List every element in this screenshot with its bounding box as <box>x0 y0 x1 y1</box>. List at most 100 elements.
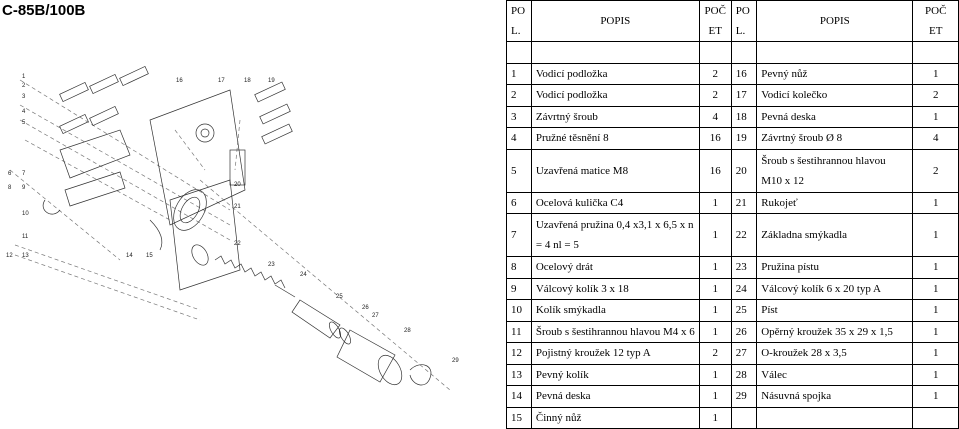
part-desc: Pevná deska <box>530 385 700 408</box>
callout-19: 19 <box>268 78 275 84</box>
pos-header-left: PO L. <box>506 0 532 42</box>
part-qty: 1 <box>912 320 959 343</box>
part-pos: 5 <box>506 148 532 193</box>
part-qty: 2 <box>698 342 732 365</box>
part-qty: 4 <box>698 105 732 128</box>
part-pos: 25 <box>730 299 758 322</box>
piston-spring <box>191 244 286 289</box>
callout-28: 28 <box>404 328 411 334</box>
part-desc: Válcový kolík 6 x 20 typ A <box>756 277 914 300</box>
part-pos: 20 <box>730 148 758 193</box>
table-row: 15 Činný nůž 1 <box>506 406 959 429</box>
part-pos: 17 <box>730 84 758 107</box>
bolt-set-upper <box>59 65 293 145</box>
exploded-parts-diagram: 1 2 3 4 5 6 7 8 9 10 11 12 13 14 15 16 1… <box>6 65 459 391</box>
part-desc: Násuvná spojka <box>756 385 914 408</box>
model-title: C-85B/100B <box>2 2 86 19</box>
part-desc: Činný nůž <box>530 406 700 429</box>
callout-26: 26 <box>362 305 369 311</box>
part-qty: 16 <box>698 148 732 193</box>
table-header-row: PO L. POPIS POČ ET PO L. POPIS POČ ET <box>506 0 959 42</box>
part-pos: 23 <box>730 256 758 279</box>
part-qty: 1 <box>912 385 959 408</box>
callout-3: 3 <box>22 94 26 100</box>
fixed-plate <box>149 89 246 291</box>
callout-21: 21 <box>234 204 241 210</box>
part-pos: 3 <box>506 105 532 128</box>
table-row: 5 Uzavřená matice M8 16 20 Šroub s šesti… <box>506 148 959 193</box>
part-desc: Opěrný kroužek 35 x 29 x 1,5 <box>756 320 914 343</box>
pos-header-right: PO L. <box>730 0 758 42</box>
callout-5: 5 <box>22 120 26 126</box>
part-desc: Pevný nůž <box>756 62 914 85</box>
part-qty: 2 <box>698 84 732 107</box>
callout-13: 13 <box>22 253 29 259</box>
callout-15: 15 <box>146 253 153 259</box>
part-qty: 1 <box>698 320 732 343</box>
part-desc: Uzavřená pružina 0,4 x3,1 x 6,5 x n = 4 … <box>530 213 700 257</box>
part-desc: Válec <box>756 363 914 386</box>
callout-6: 6 <box>8 171 12 177</box>
callout-12: 12 <box>6 253 13 259</box>
part-desc: Základna smýkadla <box>756 213 914 257</box>
part-pos: 21 <box>730 191 758 214</box>
part-pos: 2 <box>506 84 532 107</box>
part-qty: 4 <box>912 127 959 150</box>
part-pos: 13 <box>506 363 532 386</box>
part-qty: 1 <box>912 256 959 279</box>
part-qty: 1 <box>698 299 732 322</box>
part-desc: Pevný kolík <box>530 363 700 386</box>
part-desc: Píst <box>756 299 914 322</box>
part-desc: O-kroužek 28 x 3,5 <box>756 342 914 365</box>
part-qty: 16 <box>698 127 732 150</box>
part-qty: 1 <box>912 363 959 386</box>
table-row: 12 Pojistný kroužek 12 typ A 2 27 O-krou… <box>506 342 959 365</box>
part-desc: Válcový kolík 3 x 18 <box>530 277 700 300</box>
part-qty: 1 <box>912 277 959 300</box>
callout-29: 29 <box>452 358 459 364</box>
part-qty: 1 <box>912 105 959 128</box>
part-pos: 28 <box>730 363 758 386</box>
part-qty: 1 <box>912 299 959 322</box>
table-row: 11 Šroub s šestihrannou hlavou M4 x 6 1 … <box>506 320 959 343</box>
part-qty: 1 <box>912 342 959 365</box>
table-row: 14 Pevná deska 1 29 Násuvná spojka 1 <box>506 385 959 408</box>
part-desc: Závrtný šroub Ø 8 <box>756 127 914 150</box>
callout-2: 2 <box>22 83 26 89</box>
part-qty: 1 <box>698 406 732 429</box>
table-row: 3 Závrtný šroub 4 18 Pevná deska 1 <box>506 105 959 128</box>
part-desc: Šroub s šestihrannou hlavou M10 x 12 <box>756 148 914 193</box>
desc-header-left: POPIS <box>530 0 700 42</box>
part-pos: 9 <box>506 277 532 300</box>
callout-4: 4 <box>22 109 26 115</box>
table-row: 13 Pevný kolík 1 28 Válec 1 <box>506 363 959 386</box>
callout-11: 11 <box>22 234 29 240</box>
table-row: 9 Válcový kolík 3 x 18 1 24 Válcový kolí… <box>506 277 959 300</box>
table-row: 8 Ocelový drát 1 23 Pružina pístu 1 <box>506 256 959 279</box>
callout-18: 18 <box>244 78 251 84</box>
part-pos: 24 <box>730 277 758 300</box>
callout-labels: 1 2 3 4 5 6 7 8 9 10 11 12 13 14 15 16 1… <box>6 74 459 364</box>
part-qty: 1 <box>698 213 732 257</box>
part-desc: Kolík smýkadla <box>530 299 700 322</box>
table-row: 10 Kolík smýkadla 1 25 Píst 1 <box>506 299 959 322</box>
callout-16: 16 <box>176 78 183 84</box>
part-qty: 1 <box>912 213 959 257</box>
callout-24: 24 <box>300 272 307 278</box>
table-row: 6 Ocelová kulička C4 1 21 Rukojeť 1 <box>506 191 959 214</box>
part-desc <box>756 406 914 429</box>
callout-17: 17 <box>218 78 225 84</box>
part-qty: 1 <box>698 277 732 300</box>
part-qty: 1 <box>698 256 732 279</box>
qty-header-right: POČ ET <box>912 0 959 42</box>
part-desc: Pružné těsnění 8 <box>530 127 700 150</box>
part-pos: 18 <box>730 105 758 128</box>
part-desc: Pružina pístu <box>756 256 914 279</box>
table-row: 4 Pružné těsnění 8 16 19 Závrtný šroub Ø… <box>506 127 959 150</box>
part-desc: Rukojeť <box>756 191 914 214</box>
part-desc: Vodicí podložka <box>530 84 700 107</box>
part-desc: Uzavřená matice M8 <box>530 148 700 193</box>
part-qty: 2 <box>912 84 959 107</box>
callout-7: 7 <box>22 171 26 177</box>
part-desc: Ocelový drát <box>530 256 700 279</box>
